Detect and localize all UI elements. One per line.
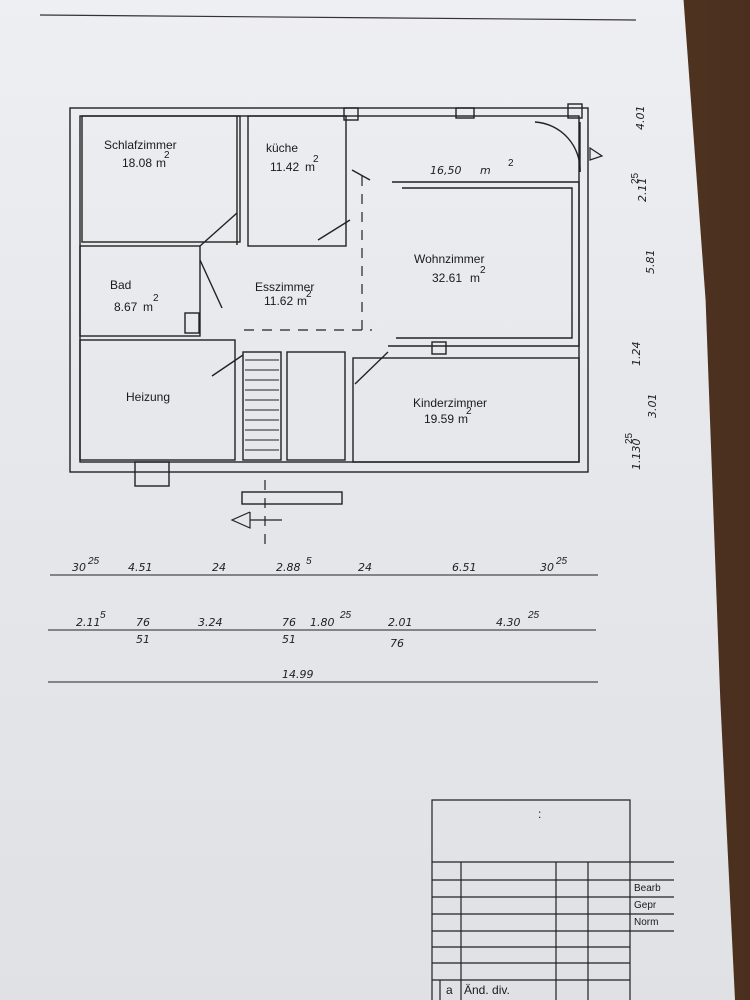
dim-label: 1.80 <box>310 616 335 629</box>
room-schlafzimmer-area: 18.08 <box>122 156 152 170</box>
unit-sup: 2 <box>508 158 514 169</box>
titleblock-gepr: Gepr <box>634 900 657 911</box>
unit-label: m <box>480 164 491 177</box>
unit-label: m <box>458 412 468 426</box>
dim-sup: 25 <box>339 610 352 621</box>
unit-sup: 2 <box>306 289 312 300</box>
room-heizung-name: Heizung <box>126 390 170 404</box>
side-dim-sup: 25 <box>630 172 641 184</box>
room-wohnzimmer-area: 32.61 <box>432 271 462 285</box>
dim-label: 30 <box>540 561 554 574</box>
side-dim: 4.01 <box>634 106 647 131</box>
room-bad-name: Bad <box>110 278 131 292</box>
chimney-corner <box>567 103 583 119</box>
dim-label: 51 <box>136 633 150 646</box>
dim-label: 30 <box>72 561 86 574</box>
dim-label: 4.30 <box>496 616 521 629</box>
dim-label: 76 <box>136 616 150 629</box>
dim-sup: 25 <box>555 556 568 567</box>
unit-label: m <box>143 300 153 314</box>
side-dim: 1.130 <box>630 439 643 471</box>
dim-sup: 25 <box>87 556 100 567</box>
dim-label: 76 <box>282 616 296 629</box>
room-esszimmer-area: 11.62 <box>264 294 293 308</box>
dim-label: 24 <box>212 561 226 574</box>
side-dim: 3.01 <box>646 394 659 419</box>
titleblock-bearb: Bearb <box>634 883 661 894</box>
dim-label: 2.01 <box>388 616 413 629</box>
unit-sup: 2 <box>480 265 486 276</box>
dim-total: 14.99 <box>282 668 314 681</box>
dim-label: 24 <box>358 561 372 574</box>
room-esszimmer-name: Esszimmer <box>255 280 314 294</box>
side-dim: 5.81 <box>644 250 657 275</box>
entrance-arrow-icon <box>230 511 251 529</box>
unit-label: m <box>470 271 480 285</box>
room-kinderzimmer-area: 19.59 <box>424 412 454 426</box>
unit-sup: 2 <box>313 154 319 165</box>
dim-label: 76 <box>390 637 404 650</box>
titleblock-norm: Norm <box>634 917 658 928</box>
unit-sup: 2 <box>164 150 170 161</box>
room-wohnzimmer-name: Wohnzimmer <box>414 252 484 266</box>
unit-sup: 2 <box>153 293 159 304</box>
unit-label: m <box>156 156 166 170</box>
room-kueche-name: küche <box>266 141 298 155</box>
dim-sup: 5 <box>100 610 106 621</box>
dim-label: 51 <box>282 633 296 646</box>
dim-sup: 25 <box>527 610 540 621</box>
terrace-area: 16,50 <box>430 164 462 177</box>
room-kueche-area: 11.42 <box>270 160 299 174</box>
room-schlafzimmer-name: Schlafzimmer <box>104 138 177 152</box>
dim-label: 4.51 <box>128 561 153 574</box>
dim-label: 3.24 <box>198 616 223 629</box>
titleblock-a: a <box>446 983 453 997</box>
titleblock-mark: : <box>538 807 541 821</box>
room-bad-area: 8.67 <box>114 300 138 314</box>
dim-sup: 5 <box>306 556 312 567</box>
dim-label: 6.51 <box>452 561 477 574</box>
unit-label: m <box>297 294 307 308</box>
dim-label: 2.11 <box>76 616 101 629</box>
title-block <box>431 799 674 1000</box>
room-kinderzimmer-name: Kinderzimmer <box>413 396 487 410</box>
side-dim: 1.24 <box>630 342 643 367</box>
unit-sup: 2 <box>466 406 472 417</box>
north-arrow-icon <box>589 146 604 161</box>
side-dim: 2.11 <box>636 178 649 203</box>
titleblock-aend: Änd. div. <box>464 983 510 997</box>
dim-label: 2.88 <box>276 561 301 574</box>
unit-label: m <box>305 160 315 174</box>
side-dim-sup: 25 <box>624 432 635 444</box>
